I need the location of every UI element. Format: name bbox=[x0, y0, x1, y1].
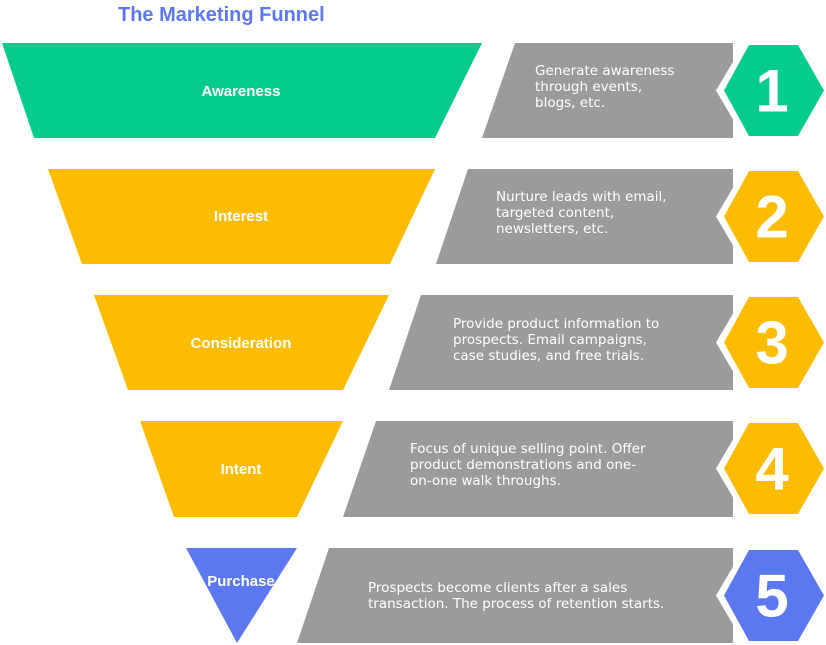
step-number: 2 bbox=[755, 184, 788, 251]
funnel-segment bbox=[2, 43, 482, 138]
stage-description-line: Provide product information to bbox=[453, 316, 659, 332]
funnel-segment bbox=[48, 169, 435, 264]
stage-description-line: Prospects become clients after a sales bbox=[368, 580, 627, 596]
stage-label: Interest bbox=[214, 208, 268, 225]
step-number: 4 bbox=[755, 436, 789, 503]
description-panel bbox=[482, 43, 733, 138]
stage-description-line: case studies, and free trials. bbox=[453, 348, 644, 364]
step-hexagon bbox=[724, 550, 824, 641]
description-panel bbox=[343, 421, 733, 517]
funnel-stage: Purchase Prospects become clients after a… bbox=[186, 548, 826, 643]
description-panel bbox=[297, 548, 733, 643]
step-hexagon bbox=[724, 423, 824, 514]
stage-description-line: prospects. Email campaigns, bbox=[453, 332, 647, 348]
stage-description-line: on-one walk throughs. bbox=[410, 473, 561, 489]
step-hexagon bbox=[724, 171, 824, 262]
step-number: 5 bbox=[755, 563, 788, 630]
funnel-stage: Interest Nurture leads with email,targete… bbox=[48, 169, 826, 264]
description-panel bbox=[436, 169, 733, 264]
stage-description-line: through events, bbox=[535, 79, 642, 95]
step-number: 3 bbox=[755, 310, 788, 377]
stage-description-line: Nurture leads with email, bbox=[496, 189, 667, 205]
stage-description-line: transaction. The process of retention st… bbox=[368, 596, 664, 612]
stage-label: Intent bbox=[221, 461, 262, 478]
stage-description-line: blogs, etc. bbox=[535, 95, 605, 111]
funnel-stage: Intent Focus of unique selling point. Off… bbox=[140, 421, 826, 517]
diagram-title: The Marketing Funnel bbox=[118, 4, 325, 26]
step-number: 1 bbox=[755, 58, 788, 125]
stage-description-line: targeted content, bbox=[496, 205, 614, 221]
stage-description-line: Focus of unique selling point. Offer bbox=[410, 441, 646, 457]
stage-label: Consideration bbox=[191, 335, 292, 352]
funnel-segment bbox=[140, 421, 343, 517]
step-hexagon bbox=[724, 45, 824, 136]
funnel-segment bbox=[94, 295, 389, 390]
stage-description-line: product demonstrations and one- bbox=[410, 457, 636, 473]
funnel-stage: Consideration Provide product information… bbox=[94, 295, 826, 390]
stage-label: Awareness bbox=[202, 83, 281, 100]
stage-label: Purchase bbox=[207, 573, 275, 590]
stage-description-line: Generate awareness bbox=[535, 63, 674, 79]
step-hexagon bbox=[724, 297, 824, 388]
stage-description-line: newsletters, etc. bbox=[496, 221, 608, 237]
description-panel bbox=[389, 295, 733, 390]
funnel-segment bbox=[186, 548, 297, 643]
